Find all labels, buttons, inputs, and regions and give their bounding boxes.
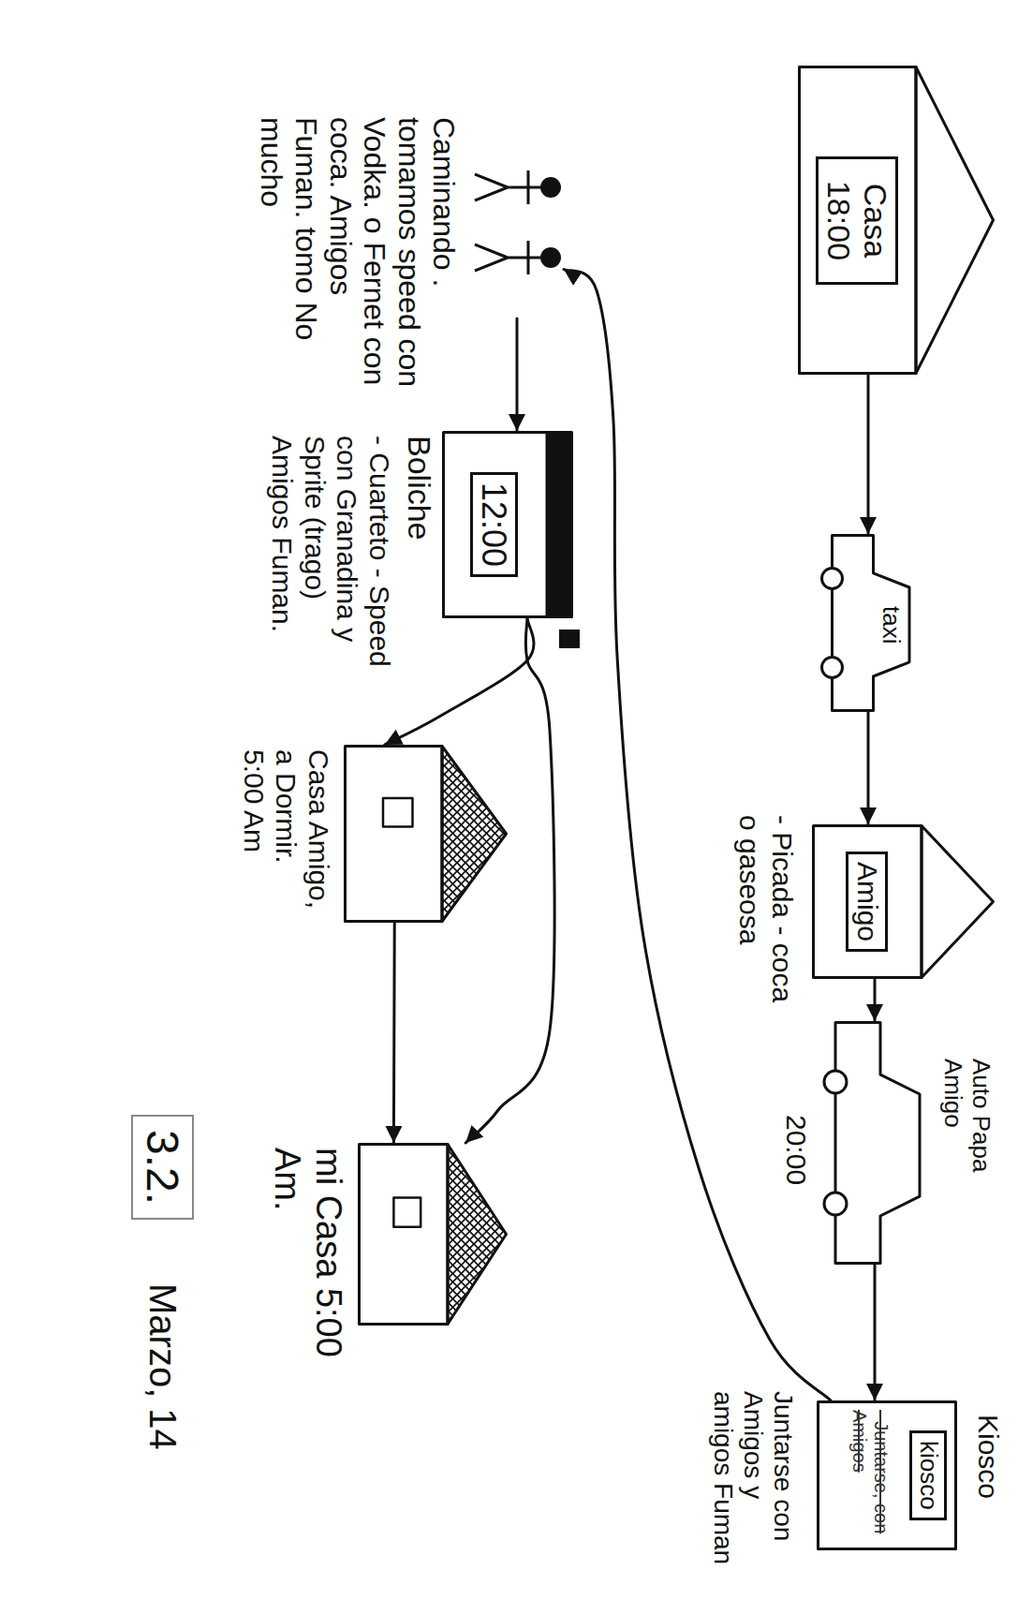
flow-arrow	[465, 618, 555, 1143]
flow-arrow	[867, 711, 871, 825]
flow-arrow	[384, 618, 534, 745]
car-wheel	[824, 1192, 847, 1215]
flow-arrow	[392, 922, 397, 1143]
house-wall	[799, 67, 917, 374]
note-text: - Picada - coca o gaseosa	[733, 814, 798, 1026]
shape-frame	[811, 824, 995, 979]
house-roof	[921, 826, 994, 978]
house-wall	[359, 1144, 449, 1325]
note-text: mi Casa 5:00 Am.	[266, 1147, 349, 1373]
house-window-label: Casa 18:00	[815, 156, 899, 285]
car-body	[832, 535, 911, 711]
kiosk-outline	[818, 1401, 957, 1550]
car-wheel	[822, 657, 843, 679]
house-node: Amigo - Picada - coca o gaseosa	[729, 814, 1000, 1031]
house-node: mi Casa 5:00 Am.	[263, 1128, 513, 1391]
date-text: Marzo, 14	[141, 1283, 185, 1450]
person-head	[540, 177, 561, 198]
house-wall	[345, 746, 443, 922]
ink-blob	[559, 629, 580, 649]
car-node: Auto Papa Amigo 20:00	[775, 1011, 995, 1293]
shape-outline	[357, 1142, 508, 1326]
shape-frame	[357, 1142, 508, 1326]
house-wall	[813, 826, 923, 978]
note-text: Casa Amigo, a Dormir. 5:00 Am	[237, 749, 336, 914]
house-node: Casa 18:00	[794, 56, 1000, 394]
flow-arrow	[873, 1264, 877, 1401]
page-number: 3.2.	[131, 1114, 194, 1220]
people-node: Caminando . tomamos speed con Vodka. o F…	[250, 112, 569, 413]
person-head	[540, 247, 561, 268]
shape-outline	[470, 121, 564, 319]
person-body	[474, 240, 541, 275]
time-sign: 12:00	[470, 472, 518, 577]
kiosk-sign: kiosco	[909, 1430, 947, 1520]
shape-outline	[343, 744, 508, 923]
shape-outline	[818, 1020, 931, 1265]
club-outline	[443, 432, 573, 618]
car-label: taxi	[876, 605, 905, 644]
shape-frame	[818, 1020, 931, 1265]
club-roof-band	[545, 432, 573, 618]
note-text: Juntarse con Amigos y amigos Fuman	[707, 1390, 798, 1574]
club-heading: Boliche	[400, 435, 438, 679]
flow-arrow	[873, 978, 877, 1021]
car-wheel	[822, 568, 843, 590]
house-roof	[442, 746, 507, 922]
flow-arrow	[516, 318, 519, 431]
house-roof	[447, 1144, 507, 1325]
house-window-label: Amigo	[846, 851, 889, 952]
house-window	[383, 797, 414, 827]
flow-arrow	[867, 374, 871, 534]
house-window	[393, 1197, 421, 1227]
house-roof	[915, 67, 994, 374]
kiosk-heading: Kiosco	[972, 1414, 1005, 1574]
club-node: 12:00 Boliche- Cuarteto - Speed con Grana…	[262, 426, 578, 698]
car-heading: Auto Papa Amigo	[938, 1058, 995, 1218]
car-node: taxi	[812, 529, 925, 717]
kiosk-node: Kiosco kiosco - Juntarse, con Amigos Juntar…	[703, 1283, 1004, 1583]
note-text: - Cuarteto - Speed con Granadina y Sprit…	[265, 435, 396, 689]
house-node: Casa Amigo, a Dormir. 5:00 Am	[233, 739, 513, 937]
shape-frame	[343, 744, 508, 923]
note-text: Caminando . tomamos speed con Vodka. o F…	[253, 117, 461, 399]
crossed-out-text: - Juntarse, con Amigos	[848, 1409, 892, 1541]
flow-arrow	[563, 269, 831, 1402]
car-wheel	[824, 1070, 847, 1093]
person-body	[474, 170, 541, 205]
car-body	[835, 1022, 920, 1264]
shape-outline	[811, 824, 995, 979]
time-text: 20:00	[780, 1114, 813, 1255]
shape-frame	[470, 121, 564, 319]
